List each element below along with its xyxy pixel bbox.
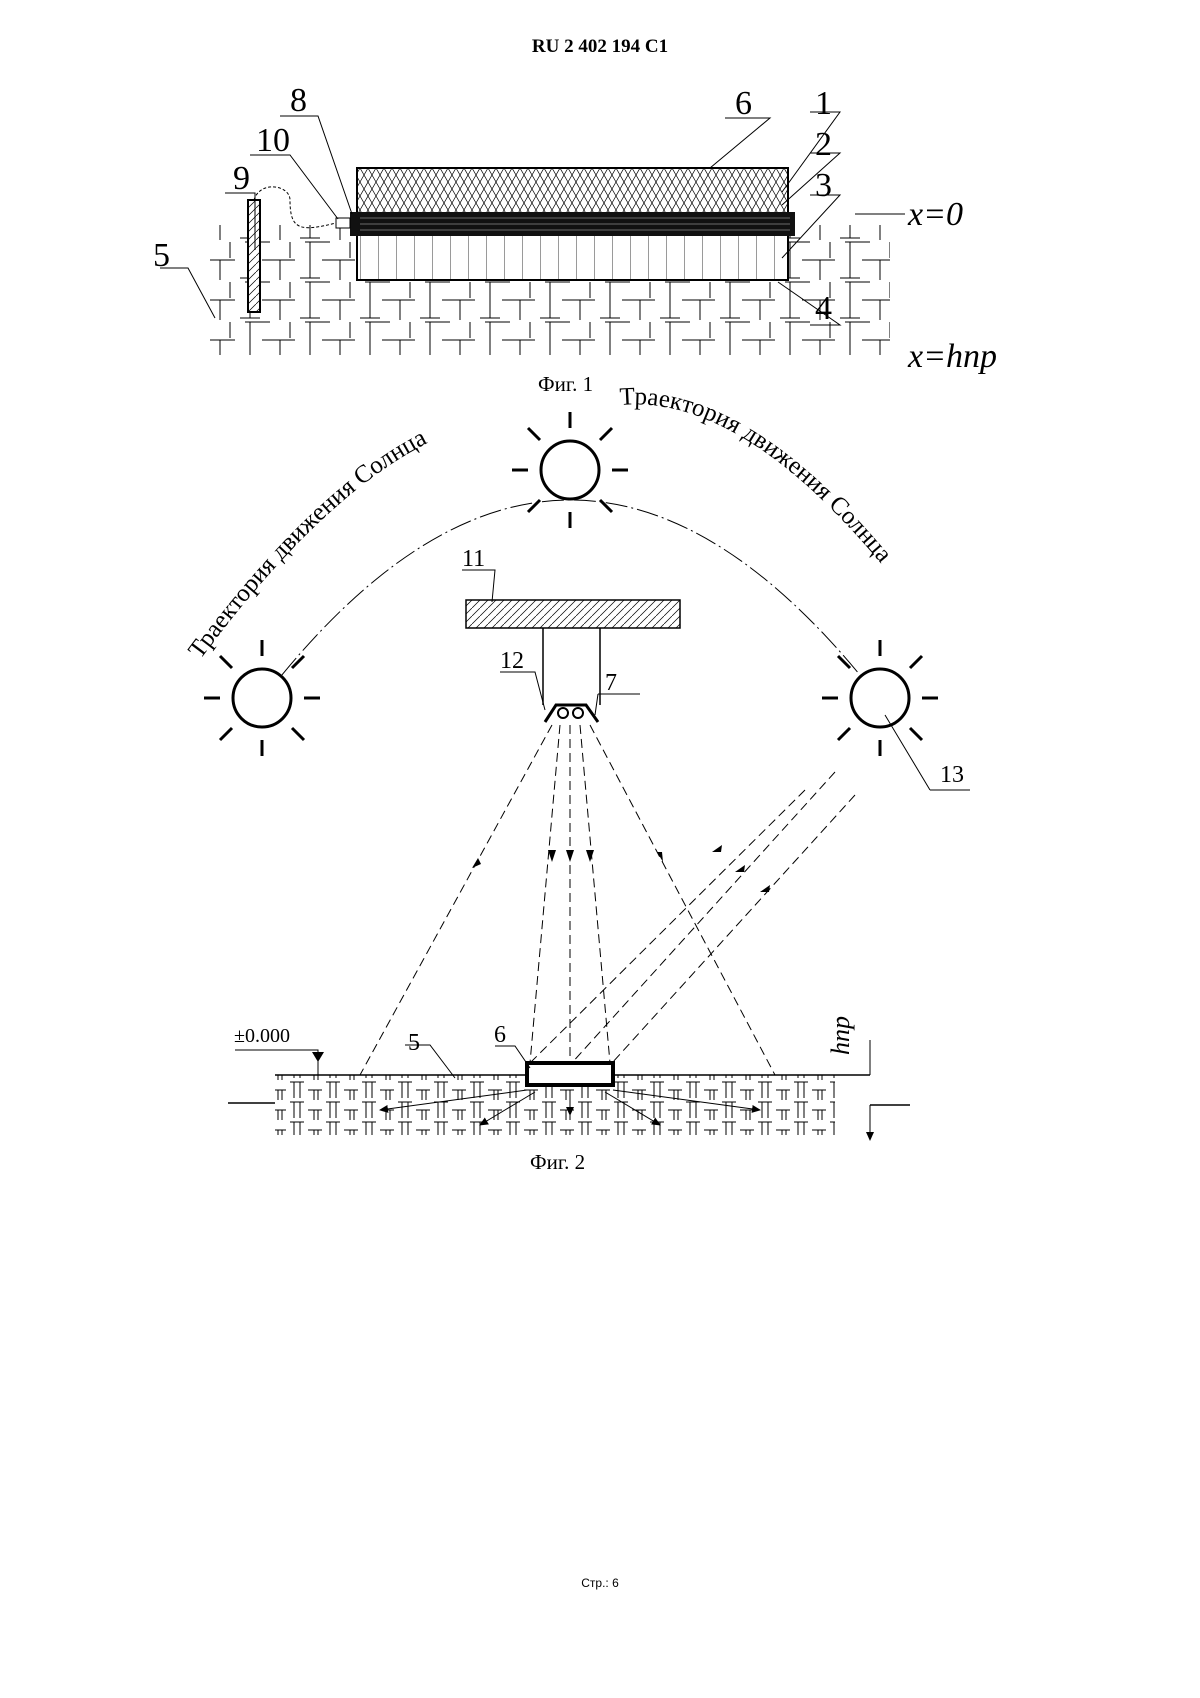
lamp-7 <box>543 703 600 723</box>
label-6-fig2: 6 <box>494 1022 506 1048</box>
sun-icon <box>822 640 938 756</box>
x-zero-label: x=0 <box>908 196 964 233</box>
fig1-drawing <box>160 111 905 355</box>
label-1: 1 <box>815 85 832 122</box>
label-3: 3 <box>815 167 832 204</box>
label-10: 10 <box>256 122 290 159</box>
trajectory-right-label: Траектория движения Солнца <box>619 383 897 567</box>
fig1-caption: Фиг. 1 <box>538 372 594 396</box>
trajectory-left-label: Траектория движения Солнца <box>183 424 431 663</box>
cable-10 <box>253 186 337 229</box>
label-4: 4 <box>815 290 832 327</box>
label-9: 9 <box>233 160 250 197</box>
level-mark: ±0.000 <box>234 1025 290 1047</box>
label-5: 5 <box>153 237 170 274</box>
document-number: RU 2 402 194 C1 <box>531 36 669 57</box>
x-depth-label: x=hпр <box>908 338 998 375</box>
label-11: 11 <box>462 546 486 572</box>
label-8: 8 <box>290 82 307 119</box>
fig2-drawing: Траектория движения Солнца Траектория дв… <box>183 383 970 1140</box>
label-13: 13 <box>940 762 964 788</box>
label-5-fig2: 5 <box>408 1030 420 1056</box>
sun-icon <box>204 640 320 756</box>
label-12: 12 <box>500 648 524 674</box>
label-2: 2 <box>815 126 832 163</box>
label-6: 6 <box>735 85 752 122</box>
column-12 <box>542 628 601 705</box>
page-number: Стр.: 6 <box>581 1576 619 1590</box>
ceiling-11 <box>465 599 681 629</box>
collector-6 <box>525 1061 615 1087</box>
sun-icon <box>512 412 628 528</box>
fig2-caption: Фиг. 2 <box>530 1150 586 1174</box>
sun-trajectory <box>261 499 881 701</box>
depth-label: hпр <box>826 1016 855 1055</box>
light-rays <box>359 724 856 1076</box>
label-7: 7 <box>605 670 617 696</box>
connector-8 <box>335 217 351 229</box>
